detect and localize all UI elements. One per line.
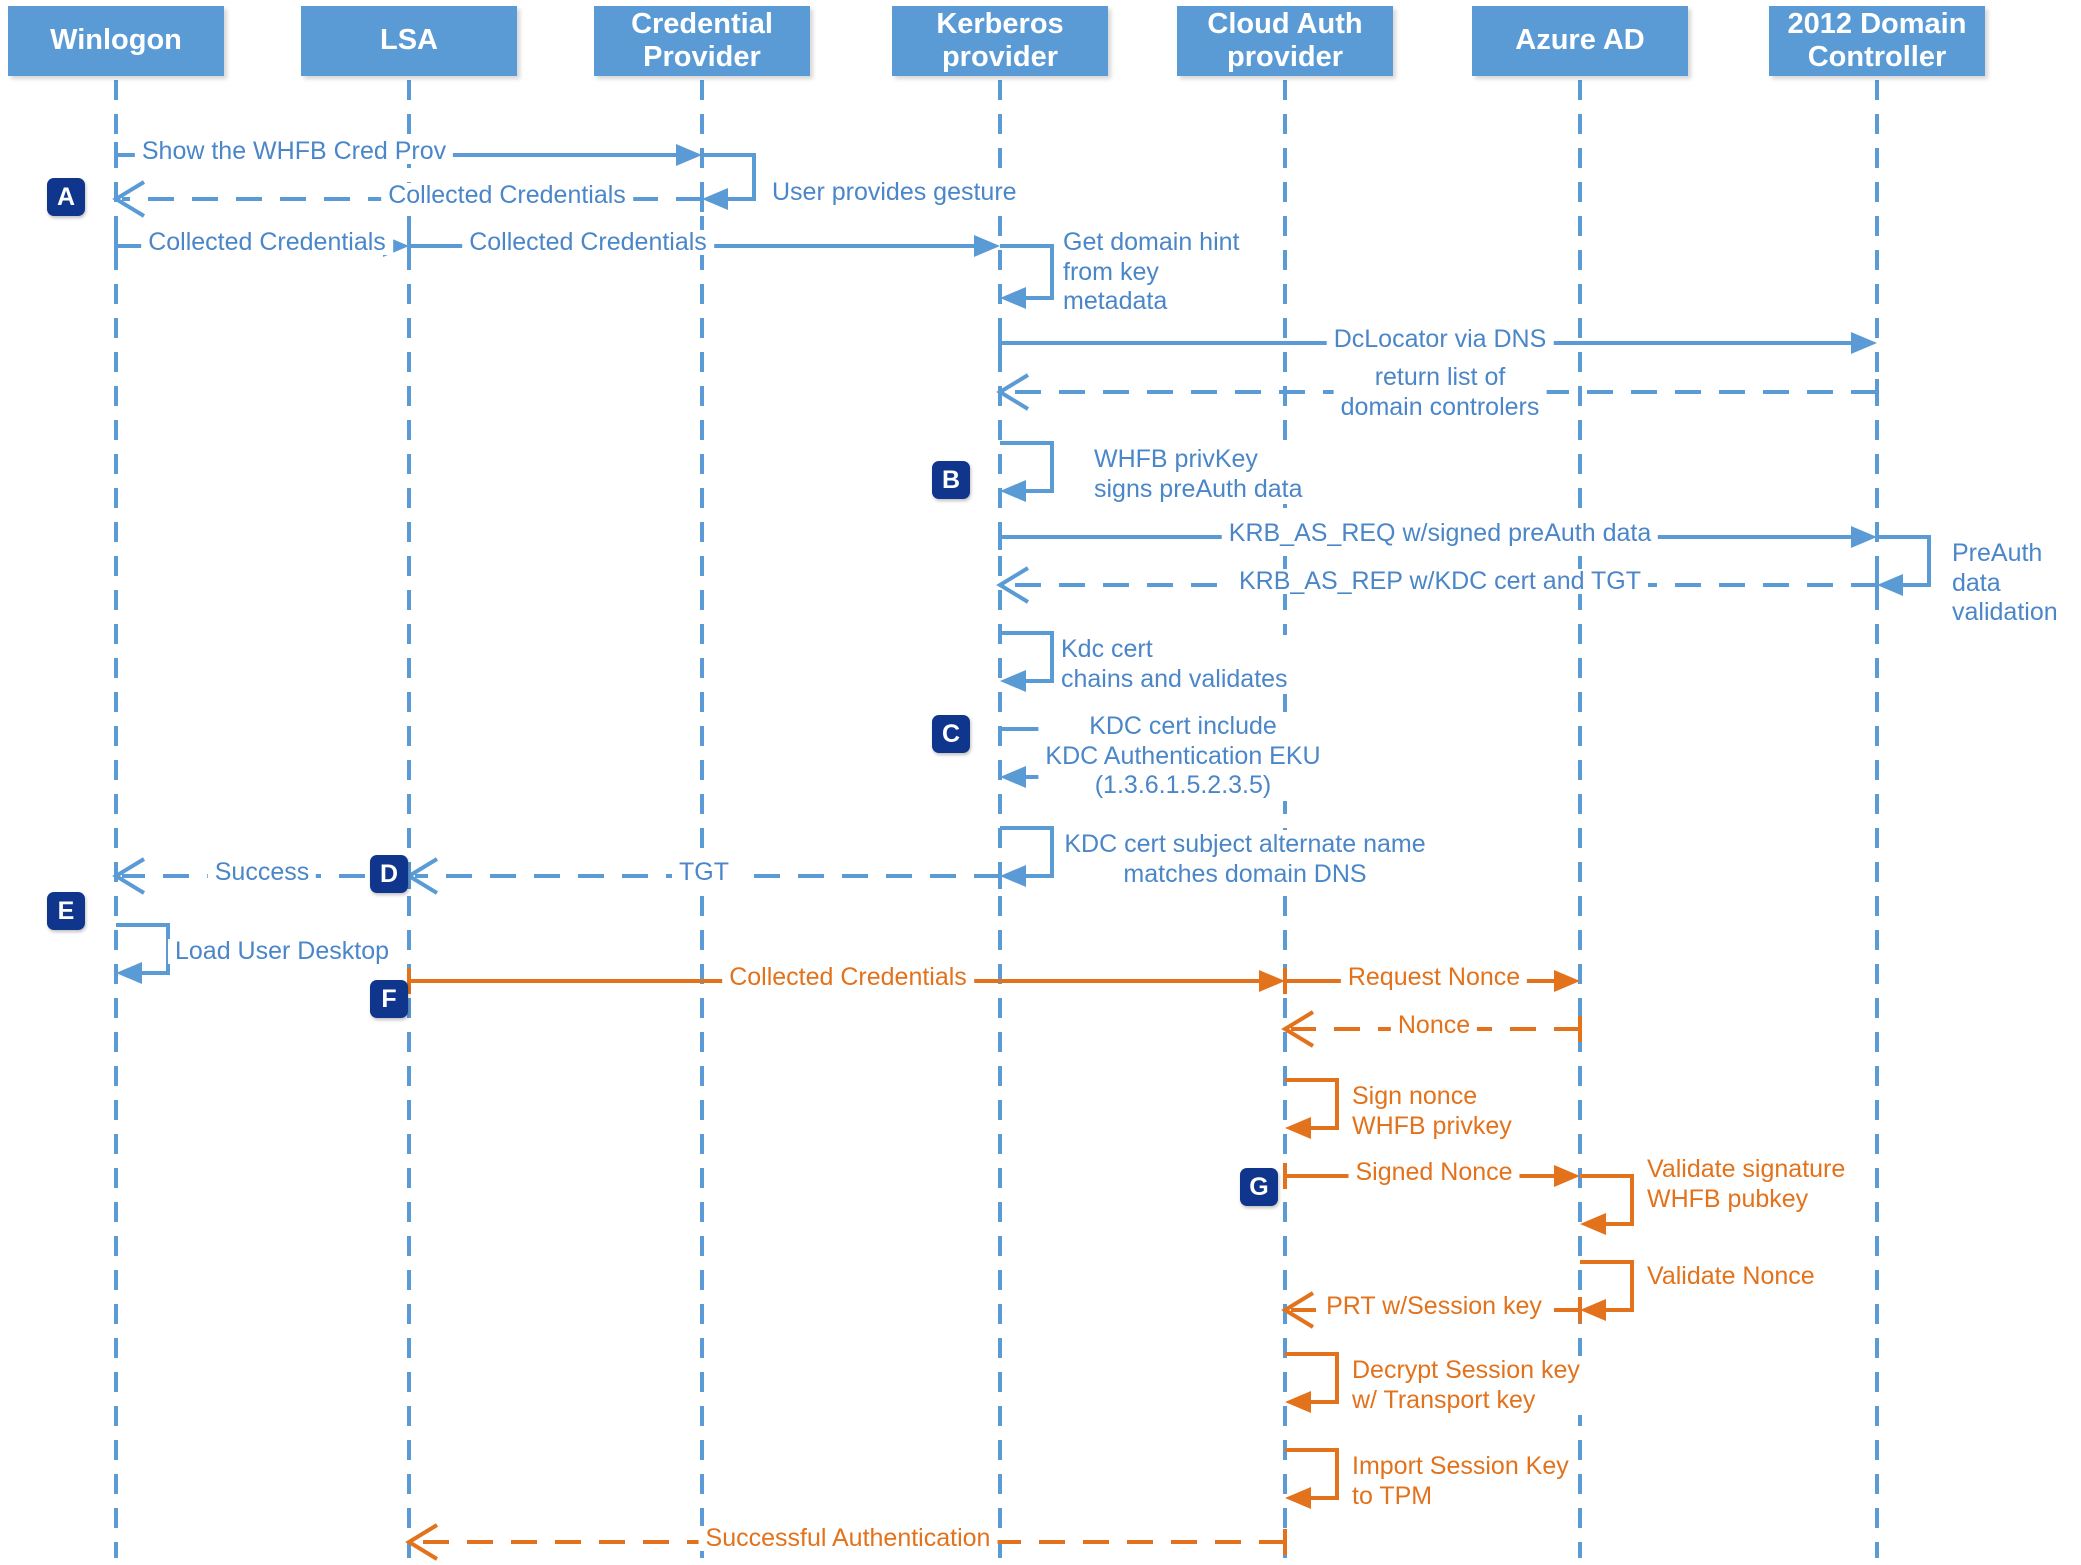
message-m11 xyxy=(1877,535,1931,596)
message-m15 xyxy=(1000,826,1054,887)
arrowhead xyxy=(702,188,728,210)
arrowhead xyxy=(1580,1213,1606,1235)
self-loop-path xyxy=(1000,631,1054,683)
lane-header-kerberos: Kerberos provider xyxy=(892,6,1108,76)
lane-header-winlogon: Winlogon xyxy=(8,6,224,76)
message-m24 xyxy=(1580,1174,1634,1235)
arrowhead xyxy=(1580,1299,1606,1321)
self-loop-path xyxy=(1000,826,1054,878)
step-badge-g: G xyxy=(1240,1168,1278,1206)
arrowhead xyxy=(112,857,146,895)
arrowhead xyxy=(1877,574,1903,596)
self-loop-path xyxy=(1000,441,1054,493)
self-loop-path xyxy=(1000,244,1054,300)
arrowhead xyxy=(1281,1291,1315,1329)
arrowhead xyxy=(1554,1165,1580,1187)
self-loop-path xyxy=(1285,1352,1339,1404)
step-badge-d: D xyxy=(370,855,408,893)
lane-header-label: Azure AD xyxy=(1515,24,1645,57)
self-loop-path xyxy=(1580,1260,1634,1312)
lane-header-azuread: Azure AD xyxy=(1472,6,1688,76)
message-m6 xyxy=(1000,244,1054,309)
message-m14 xyxy=(1000,727,1054,788)
arrowhead xyxy=(1259,970,1285,992)
step-badge-a: A xyxy=(47,178,85,216)
self-loop-path xyxy=(1877,535,1931,587)
lane-header-label: Credential Provider xyxy=(631,7,773,73)
message-m18 xyxy=(116,923,170,984)
arrowhead xyxy=(1554,970,1580,992)
step-badge-c: C xyxy=(932,715,970,753)
message-m8 xyxy=(996,373,1879,411)
arrowhead xyxy=(1000,480,1026,502)
message-m16 xyxy=(405,857,1002,895)
lane-header-dc2012: 2012 Domain Controller xyxy=(1769,6,1985,76)
message-m17 xyxy=(112,857,411,895)
step-badge-letter: D xyxy=(379,859,399,888)
lane-header-label: Kerberos provider xyxy=(936,7,1064,73)
arrowhead xyxy=(1000,670,1026,692)
self-loop-path xyxy=(1285,1448,1339,1500)
lane-header-cloudauth: Cloud Auth provider xyxy=(1177,6,1393,76)
arrowhead xyxy=(1000,766,1026,788)
message-m19 xyxy=(407,968,1285,994)
arrowhead xyxy=(1000,287,1026,309)
message-m22 xyxy=(1285,1078,1339,1139)
self-loop-path xyxy=(1580,1174,1634,1226)
message-m23 xyxy=(1283,1163,1580,1189)
step-badge-b: B xyxy=(932,461,970,499)
step-badge-letter: B xyxy=(941,465,961,494)
arrowhead xyxy=(1285,1391,1311,1413)
arrowhead xyxy=(1851,332,1877,354)
arrowhead xyxy=(116,962,142,984)
step-badge-e: E xyxy=(47,892,85,930)
self-loop-path xyxy=(1285,1078,1339,1130)
arrowhead xyxy=(383,235,409,257)
arrowhead xyxy=(1285,1117,1311,1139)
step-badge-letter: E xyxy=(57,896,75,925)
arrowhead xyxy=(1285,1487,1311,1509)
arrowhead xyxy=(974,235,1000,257)
self-loop-path xyxy=(702,153,756,201)
arrowhead xyxy=(996,373,1030,411)
message-m21 xyxy=(1281,1010,1582,1048)
message-m7 xyxy=(998,330,1877,356)
arrowhead xyxy=(112,180,146,218)
lane-header-label: 2012 Domain Controller xyxy=(1787,7,1967,73)
message-m12 xyxy=(996,566,1879,604)
step-badge-letter: C xyxy=(941,719,961,748)
arrowhead xyxy=(1281,1010,1315,1048)
arrowhead xyxy=(1851,526,1877,548)
step-badge-letter: F xyxy=(381,984,397,1013)
arrowhead xyxy=(405,1523,439,1561)
lane-header-credprov: Credential Provider xyxy=(594,6,810,76)
step-badge-letter: G xyxy=(1249,1172,1269,1201)
lane-header-label: LSA xyxy=(380,24,438,57)
arrowhead xyxy=(1000,865,1026,887)
message-m27 xyxy=(1285,1352,1339,1413)
lane-header-label: Cloud Auth provider xyxy=(1207,7,1363,73)
arrowhead xyxy=(676,144,702,166)
message-m25 xyxy=(1580,1260,1634,1321)
message-m26 xyxy=(1281,1291,1582,1329)
lane-header-label: Winlogon xyxy=(50,24,182,57)
message-m2 xyxy=(702,153,756,210)
message-m10 xyxy=(998,524,1877,550)
message-m29 xyxy=(405,1523,1287,1561)
message-m9 xyxy=(1000,441,1054,502)
arrowhead xyxy=(996,566,1030,604)
step-badge-letter: A xyxy=(56,182,76,211)
message-m4 xyxy=(114,233,409,259)
message-m20 xyxy=(1283,968,1580,994)
message-m5 xyxy=(407,233,1000,259)
step-badge-f: F xyxy=(370,980,408,1018)
lane-header-lsa: LSA xyxy=(301,6,517,76)
message-m13 xyxy=(1000,631,1054,692)
message-m28 xyxy=(1285,1448,1339,1509)
